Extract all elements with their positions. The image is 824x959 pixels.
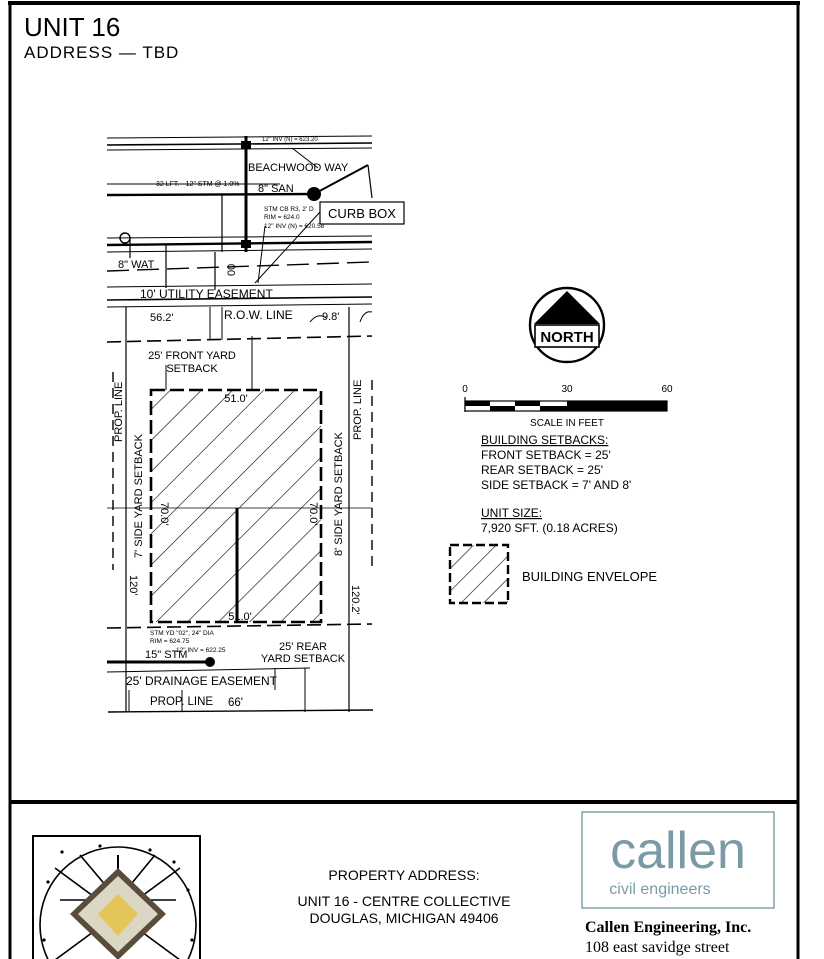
- scale-bar: 0 30 60 SCALE IN FEET: [462, 384, 673, 429]
- property-address-heading: PROPERTY ADDRESS:: [328, 867, 479, 883]
- curb-box-label: CURB BOX: [328, 206, 396, 221]
- row-line-label: R.O.W. LINE: [224, 308, 293, 322]
- storm-15-label: 15" STM: [145, 649, 187, 661]
- legend-label: BUILDING ENVELOPE: [522, 569, 657, 584]
- site-plan-labels: 12" INV (N) = 623.20 BEACHWOOD WAY 32 LF…: [113, 137, 396, 709]
- svg-text:STM CB R3, 2' D: STM CB R3, 2' D: [264, 206, 314, 213]
- svg-text:FRONT SETBACK = 25': FRONT SETBACK = 25': [481, 448, 611, 462]
- north-label: NORTH: [540, 329, 593, 346]
- envelope-right-depth: 70.0': [307, 502, 319, 526]
- callen-logo: callen civil engineers: [581, 811, 775, 909]
- unit-size-heading: UNIT SIZE:: [481, 506, 542, 520]
- svg-text:25' REAR: 25' REAR: [279, 641, 327, 653]
- envelope-bottom-width: 51.0': [228, 611, 252, 623]
- prop-line-left: PROP. LINE: [113, 382, 125, 442]
- utility-easement-label: 10' UTILITY EASEMENT: [140, 287, 273, 301]
- unit-size-value: 7,920 SFT. (0.18 ACRES): [481, 521, 618, 535]
- svg-text:0: 0: [462, 384, 468, 395]
- company-name: Callen Engineering, Inc.: [585, 919, 751, 936]
- curve-label: 9.8': [322, 311, 339, 323]
- bottom-prop-line-label: PROP. LINE: [150, 696, 213, 708]
- site-plan: [106, 135, 374, 713]
- callen-logo-subtitle: civil engineers: [609, 881, 710, 898]
- svg-text:SETBACK: SETBACK: [166, 363, 218, 375]
- envelope-left-depth: 70.0': [158, 502, 170, 526]
- svg-text:RIM = 624.0: RIM = 624.0: [264, 214, 300, 221]
- callen-logo-word: callen: [610, 822, 746, 880]
- unit-title: UNIT 16: [24, 12, 120, 42]
- lot-depth-right: 120.2': [349, 585, 361, 615]
- north-arrow: NORTH: [528, 286, 606, 364]
- setbacks-heading: BUILDING SETBACKS:: [481, 433, 608, 447]
- svg-text:12" INV (N) = 623.20: 12" INV (N) = 623.20: [262, 137, 318, 143]
- prop-line-right: PROP. LINE: [352, 380, 364, 440]
- property-address-line1: UNIT 16 - CENTRE COLLECTIVE: [298, 893, 511, 909]
- address-line: ADDRESS — TBD: [24, 43, 179, 62]
- svg-text:12" INV (N) = 620.58: 12" INV (N) = 620.58: [264, 223, 325, 230]
- company-street: 108 east savidge street: [585, 939, 730, 956]
- svg-text:12" INV = 622.25: 12" INV = 622.25: [176, 647, 226, 654]
- front-width-left: 56.2': [150, 312, 174, 324]
- building-envelope: [149, 388, 323, 624]
- curb-box-callout: [319, 201, 405, 225]
- property-address-block: PROPERTY ADDRESS: UNIT 16 - CENTRE COLLE…: [298, 867, 511, 926]
- svg-text:RIM = 624.75: RIM = 624.75: [150, 638, 190, 645]
- svg-text:STM YD "02", 24" DIA: STM YD "02", 24" DIA: [150, 630, 215, 637]
- sanitary-label: 8" SAN: [258, 183, 294, 195]
- property-address-line2: DOUGLAS, MICHIGAN 49406: [309, 910, 498, 926]
- lot-depth-left: 120': [127, 575, 139, 595]
- sheet-border: [8, 1, 800, 959]
- emblem-logo: [32, 835, 201, 959]
- setback-notes: BUILDING SETBACKS: FRONT SETBACK = 25' R…: [481, 433, 631, 535]
- bottom-width-label: 66': [228, 697, 243, 709]
- svg-text:SIDE SETBACK = 7' AND 8': SIDE SETBACK = 7' AND 8': [481, 478, 631, 492]
- envelope-top-width: 51.0': [224, 393, 248, 405]
- sanitary-manhole-icon: [307, 187, 321, 201]
- svg-text:YARD SETBACK: YARD SETBACK: [261, 653, 346, 665]
- north-arrow-icon: [534, 291, 600, 324]
- drainage-easement-label: 25' DRAINAGE EASEMENT: [126, 674, 278, 688]
- street-label: BEACHWOOD WAY: [248, 162, 349, 174]
- svg-text:REAR SETBACK = 25': REAR SETBACK = 25': [481, 463, 603, 477]
- storm-structure-icon: [241, 141, 251, 149]
- svg-text:60: 60: [661, 384, 673, 395]
- legend: BUILDING ENVELOPE: [448, 543, 657, 605]
- svg-text:00: 00: [226, 264, 238, 276]
- storm-pipe-label: 32 LFT. - 12" STM @ 1.0%: [156, 181, 240, 188]
- water-label: 8" WAT: [118, 259, 155, 271]
- storm-structure-icon: [241, 240, 251, 248]
- side-setback-left: 7' SIDE YARD SETBACK: [133, 433, 145, 558]
- svg-text:25' FRONT YARD: 25' FRONT YARD: [148, 350, 236, 362]
- side-setback-right: 8' SIDE YARD SETBACK: [333, 431, 345, 556]
- building-envelope-legend-icon: [448, 543, 510, 605]
- svg-text:30: 30: [561, 384, 573, 395]
- scale-label: SCALE IN FEET: [530, 418, 604, 429]
